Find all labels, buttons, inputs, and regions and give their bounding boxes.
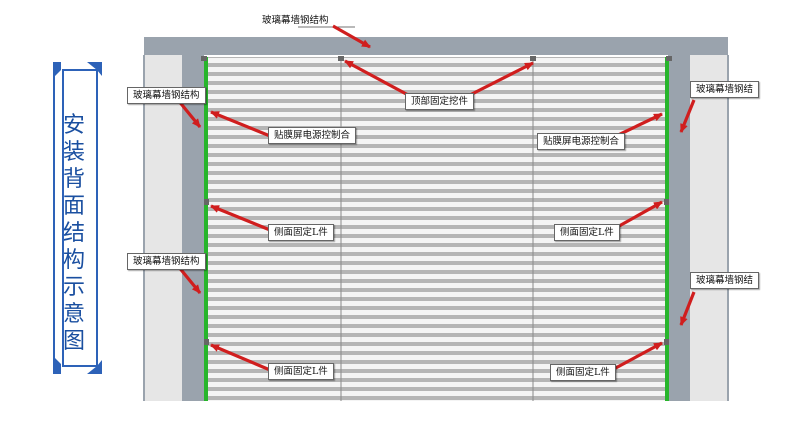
arrow-right-structure-upper: [679, 99, 696, 133]
label-right-structure-upper: 玻璃幕墙钢结: [690, 81, 760, 98]
label-right-power-box: 贴膜屏电源控制合: [537, 133, 626, 150]
label-right-fixed-l-lower: 侧面固定L件: [550, 364, 616, 381]
side-title: 安装背面结构示意图: [62, 113, 85, 354]
left-wall-panel: [144, 55, 182, 401]
right-wall-panel: [690, 55, 728, 401]
arrow-top-structure: [332, 24, 371, 49]
arrow-right-fixed-lower: [611, 341, 663, 372]
label-left-structure-lower: 玻璃幕墙钢结构: [127, 253, 206, 270]
arrow-right-structure-lower: [679, 291, 696, 326]
arrow-top-fixed-right: [467, 61, 534, 98]
label-left-fixed-l-lower: 侧面固定L件: [268, 363, 334, 380]
frame-left-column: [182, 55, 204, 401]
right-green-bar: [665, 57, 669, 401]
arrow-left-structure-lower: [176, 264, 202, 295]
label-left-fixed-l-upper: 侧面固定L件: [268, 224, 334, 241]
arrow-top-fixed-left: [344, 59, 411, 98]
label-left-structure-upper: 玻璃幕墙钢结构: [127, 87, 206, 104]
arrow-left-structure-upper: [176, 98, 202, 129]
arrow-left-fixed-upper: [210, 204, 271, 232]
arrow-left-fixed-lower: [210, 343, 271, 372]
label-right-fixed-l-upper: 侧面固定L件: [554, 224, 620, 241]
frame-top-beam: [144, 37, 728, 55]
side-banner: [53, 62, 102, 374]
label-top-fixed-piece: 顶部固定挖件: [405, 93, 475, 110]
label-right-structure-lower: 玻璃幕墙钢结: [690, 272, 760, 289]
arrow-left-power-box: [210, 110, 271, 138]
frame-right-column: [668, 55, 690, 401]
left-green-bar: [204, 57, 208, 401]
label-top-structure: 玻璃幕墙钢结构: [262, 15, 329, 26]
label-left-power-box: 贴膜屏电源控制合: [268, 127, 357, 144]
arrow-right-fixed-upper: [611, 200, 663, 232]
